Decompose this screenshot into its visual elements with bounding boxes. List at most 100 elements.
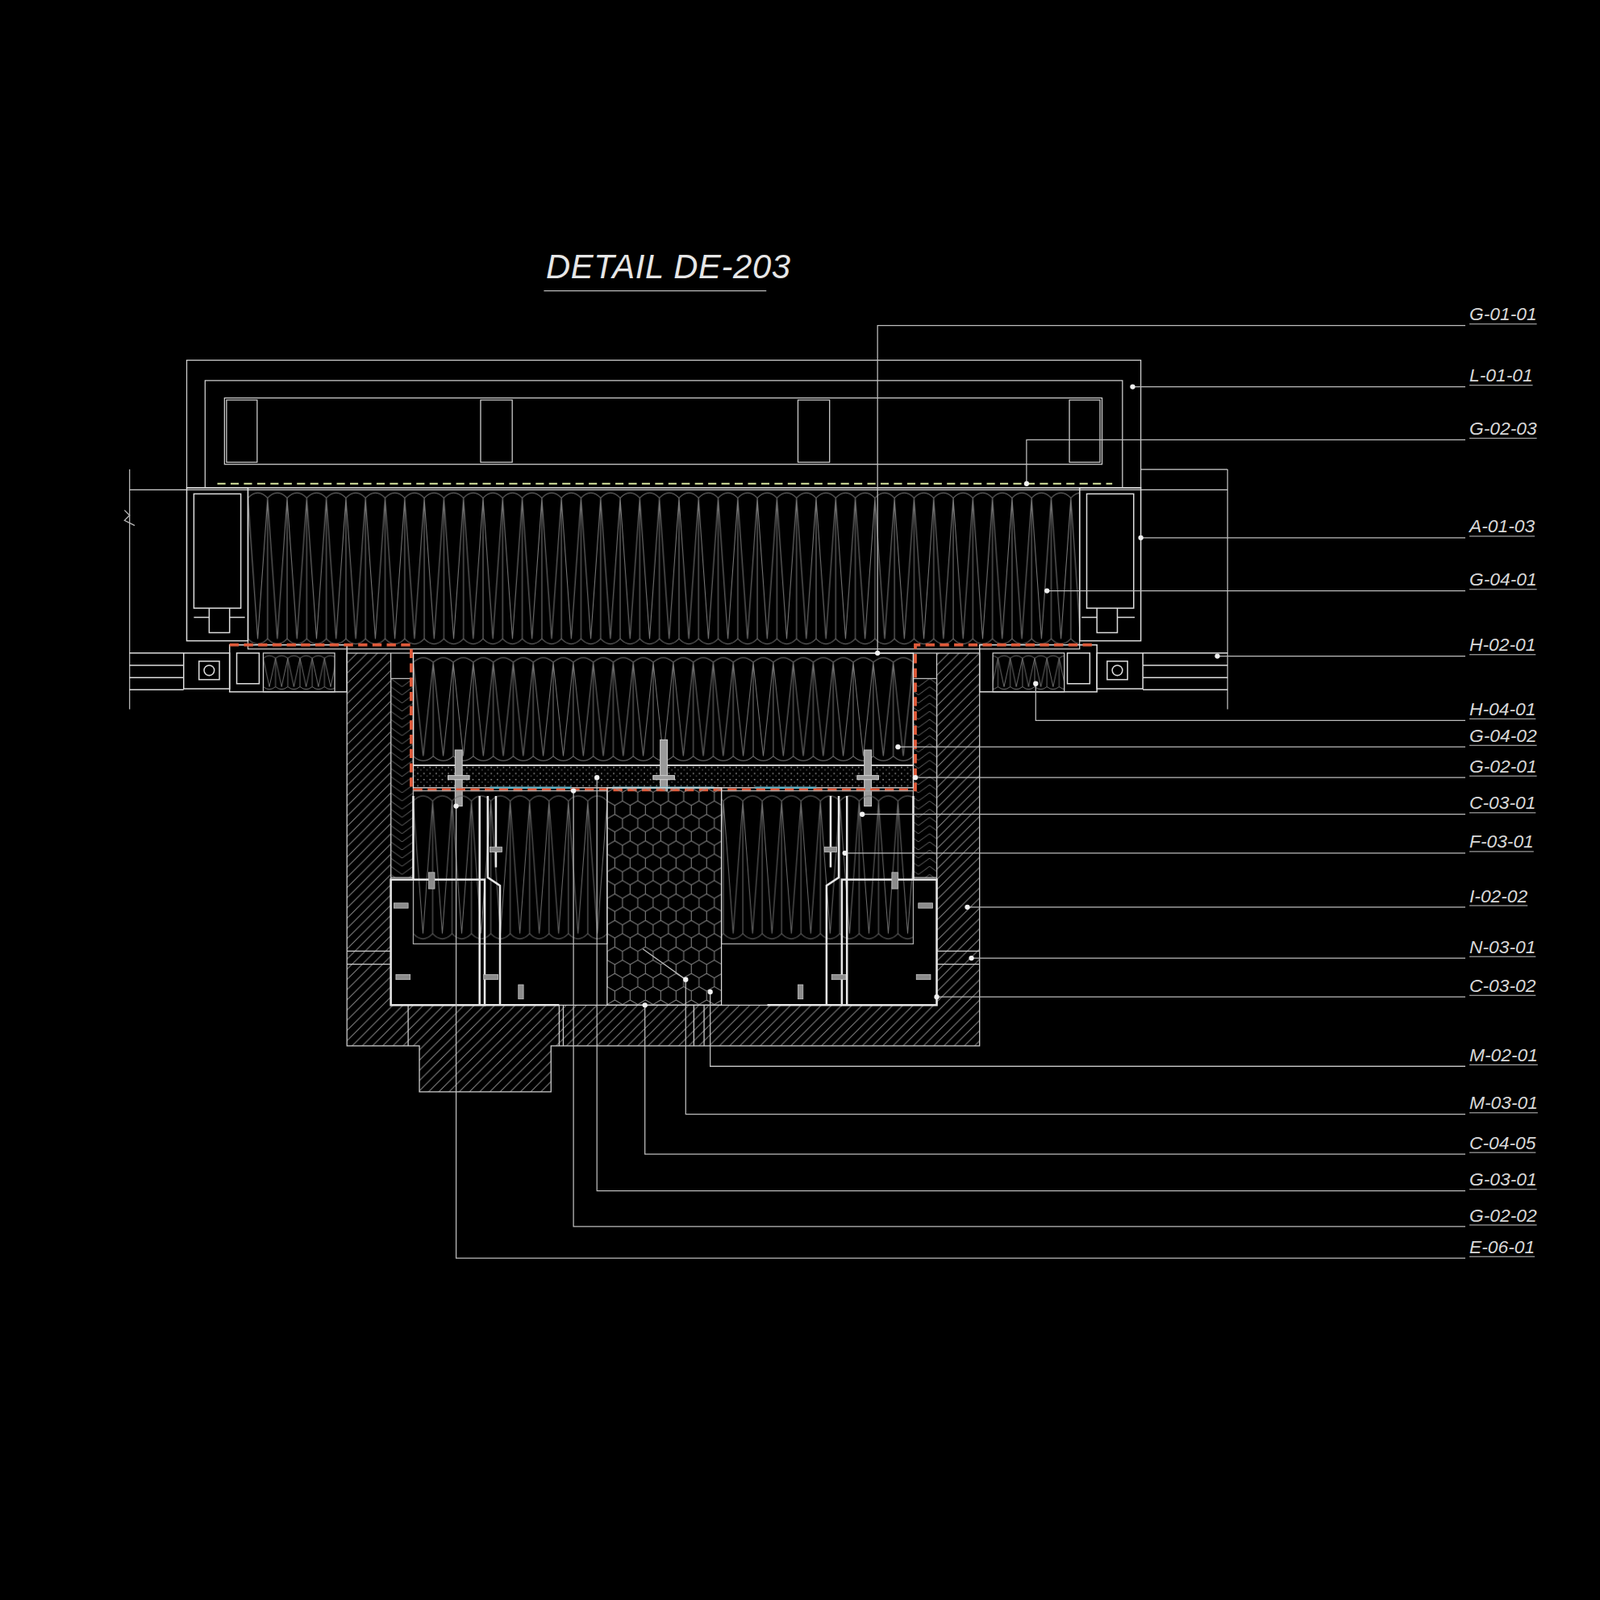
drawing-part bbox=[204, 380, 1123, 488]
screws bbox=[393, 846, 933, 1000]
drawing-part bbox=[1214, 653, 1220, 659]
drawing-part bbox=[710, 991, 1466, 1067]
drawing-part bbox=[484, 1004, 842, 1007]
drawing-part bbox=[193, 493, 241, 609]
callout-code: A-01-03 bbox=[1469, 516, 1535, 537]
callout-code: C-04-05 bbox=[1469, 1132, 1536, 1153]
drawing-part bbox=[226, 400, 258, 463]
drawing-part bbox=[862, 813, 1466, 815]
drawing-part bbox=[660, 739, 668, 791]
drawing-part bbox=[1141, 468, 1229, 470]
drawing-part bbox=[395, 974, 411, 980]
leader-dots bbox=[453, 383, 1220, 1008]
drawing-part bbox=[877, 325, 1466, 654]
drawing-part bbox=[428, 872, 435, 889]
drawing-part bbox=[918, 903, 934, 909]
mullion-left bbox=[129, 487, 348, 692]
drawing-part bbox=[842, 850, 848, 856]
drawing-part bbox=[1129, 383, 1135, 389]
drawing-part bbox=[797, 984, 803, 1000]
callout-code: N-03-01 bbox=[1469, 937, 1536, 958]
drawing-part bbox=[891, 872, 899, 889]
drawing-part bbox=[897, 746, 1466, 748]
callout-code: C-03-02 bbox=[1469, 975, 1536, 996]
callout-code: C-03-01 bbox=[1469, 792, 1536, 813]
drawing-part bbox=[1132, 386, 1465, 388]
drawing-part bbox=[453, 803, 459, 809]
drawing-part bbox=[831, 974, 846, 980]
drawing-part bbox=[129, 653, 184, 691]
drawing-part bbox=[456, 806, 1466, 1259]
membrane-line bbox=[217, 483, 1113, 485]
drawing-part bbox=[1141, 537, 1466, 538]
drawing-part bbox=[412, 795, 913, 880]
drawing-part bbox=[237, 653, 260, 684]
callout-code: H-02-01 bbox=[1469, 634, 1536, 655]
drawing-part bbox=[895, 744, 900, 750]
detail-title: DETAIL DE-203 bbox=[545, 247, 792, 287]
drawing-part bbox=[543, 290, 767, 292]
support-profiles bbox=[391, 795, 938, 1005]
drawing-part bbox=[483, 974, 499, 980]
drawing-part bbox=[391, 879, 485, 1006]
insulation-low bbox=[412, 791, 607, 945]
drawing-part bbox=[1142, 653, 1228, 691]
callout-code: G-02-01 bbox=[1469, 756, 1538, 777]
callout-code: H-04-01 bbox=[1469, 699, 1536, 720]
drawing-part bbox=[1217, 655, 1466, 657]
drawing-part bbox=[480, 400, 513, 463]
drawing-part bbox=[964, 904, 970, 910]
drawing-part bbox=[937, 996, 1466, 998]
leader-lines bbox=[456, 291, 1466, 1259]
drawing-part bbox=[915, 777, 1466, 779]
concrete-section bbox=[346, 653, 980, 1092]
drawing-part bbox=[224, 397, 1102, 464]
drawing-part bbox=[642, 949, 1466, 1115]
callout-code: G-02-02 bbox=[1469, 1204, 1538, 1225]
drawing-part bbox=[1107, 661, 1128, 680]
drawing-part bbox=[845, 852, 1466, 854]
drawing-part bbox=[979, 645, 1098, 692]
drawing-part bbox=[199, 661, 220, 680]
drawing-part bbox=[645, 1004, 1466, 1155]
drawing-part bbox=[1033, 681, 1038, 687]
drawing-part bbox=[570, 787, 576, 793]
callout-code: I-02-02 bbox=[1469, 885, 1528, 906]
drawing-part bbox=[642, 1002, 648, 1008]
drawing-part bbox=[875, 650, 880, 656]
drawing-part bbox=[204, 665, 215, 676]
mullion-right bbox=[979, 487, 1228, 692]
drawing-part bbox=[1024, 481, 1030, 487]
drawing-part bbox=[1096, 653, 1143, 689]
drawing-part bbox=[1026, 439, 1466, 484]
drawing-part bbox=[187, 487, 249, 642]
drawing-part bbox=[916, 974, 931, 980]
honeycomb-core bbox=[607, 787, 722, 1006]
drawing-part bbox=[594, 775, 600, 780]
callout-code: G-01-01 bbox=[1469, 304, 1538, 325]
drawing-part bbox=[824, 846, 837, 852]
air-barrier bbox=[229, 645, 1098, 791]
drawing-part bbox=[1067, 653, 1091, 684]
drawing-part bbox=[968, 955, 974, 961]
drawing-part bbox=[683, 977, 688, 983]
callout-code: G-04-01 bbox=[1469, 569, 1538, 590]
callout-code: F-03-01 bbox=[1469, 831, 1534, 852]
drawing-part bbox=[912, 775, 918, 780]
drawing-part bbox=[596, 777, 1466, 1191]
drawing-part bbox=[1035, 683, 1466, 721]
callout-code: G-04-02 bbox=[1469, 725, 1538, 746]
drawing-part bbox=[971, 957, 1466, 959]
drawing-part bbox=[183, 653, 230, 689]
drawing-part bbox=[229, 645, 348, 692]
drawing-part bbox=[1046, 590, 1466, 592]
drawing-part bbox=[489, 846, 502, 852]
drawing-part bbox=[1137, 535, 1143, 541]
insulation-top bbox=[247, 487, 1080, 650]
callout-code: M-02-01 bbox=[1469, 1045, 1538, 1066]
drawing-part bbox=[479, 795, 500, 1005]
drawing-part bbox=[933, 994, 939, 1000]
